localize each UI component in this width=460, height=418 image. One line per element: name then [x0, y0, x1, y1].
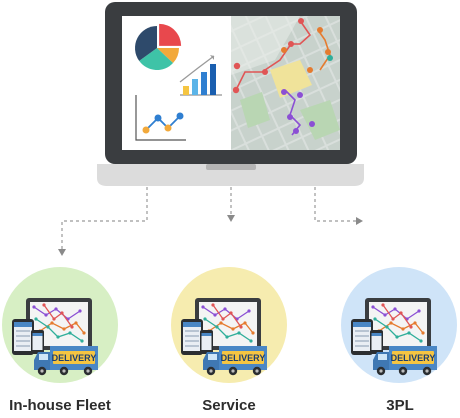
pie-slice [159, 23, 182, 46]
arrow-right-icon [356, 217, 363, 225]
map-pin-icon [281, 89, 315, 134]
bar [210, 64, 216, 95]
smartphone-icon [370, 330, 383, 354]
delivery-truck-icon: DELIVERY [203, 346, 267, 376]
arrow-down-icon [58, 249, 66, 256]
pie-chart-icon [135, 23, 182, 70]
nodes: DELIVERY DELIVERY DELIVERY [2, 267, 457, 383]
delivery-badge [392, 351, 434, 364]
line-chart-icon [135, 95, 186, 141]
node-label-service: Service [202, 397, 256, 414]
laptop-base [97, 164, 364, 186]
delivery-truck-icon: DELIVERY [373, 346, 437, 376]
arrow-down-icon [227, 215, 235, 222]
delivery-badge-text: DELIVERY [221, 353, 266, 363]
node-illustration: DELIVERY [171, 267, 287, 383]
map-pin-icon [281, 27, 331, 73]
tablet-icon [181, 319, 203, 355]
delivery-badge [222, 351, 264, 364]
tablet-icon [12, 319, 34, 355]
bar [183, 86, 189, 95]
delivery-truck-icon: DELIVERY [34, 346, 98, 376]
node-label-3pl: 3PL [386, 397, 414, 414]
bar [201, 72, 207, 95]
node-illustration: DELIVERY [341, 267, 457, 383]
connector-left [61, 187, 148, 250]
connector-lines [61, 187, 356, 250]
bar [192, 79, 198, 95]
node-illustration: DELIVERY [2, 267, 118, 383]
map-pin-icon [327, 55, 333, 61]
bar-chart-icon [179, 55, 222, 96]
delivery-badge-text: DELIVERY [52, 353, 97, 363]
map-pin-icon [232, 18, 304, 94]
laptop [97, 2, 364, 186]
delivery-badge-text: DELIVERY [391, 353, 436, 363]
smartphone-icon [31, 330, 44, 354]
delivery-badge [53, 351, 95, 364]
smartphone-icon [200, 330, 213, 354]
laptop-notch [206, 164, 256, 170]
route-line [317, 29, 331, 71]
map-panel [231, 16, 340, 150]
pie-slice [157, 48, 179, 64]
connector-right [314, 187, 356, 222]
tablet-icon [351, 319, 373, 355]
pie-slice [135, 26, 157, 61]
arrowheads [58, 215, 363, 256]
pie-slice [139, 48, 174, 70]
node-label-in-house: In-house Fleet [9, 397, 111, 414]
